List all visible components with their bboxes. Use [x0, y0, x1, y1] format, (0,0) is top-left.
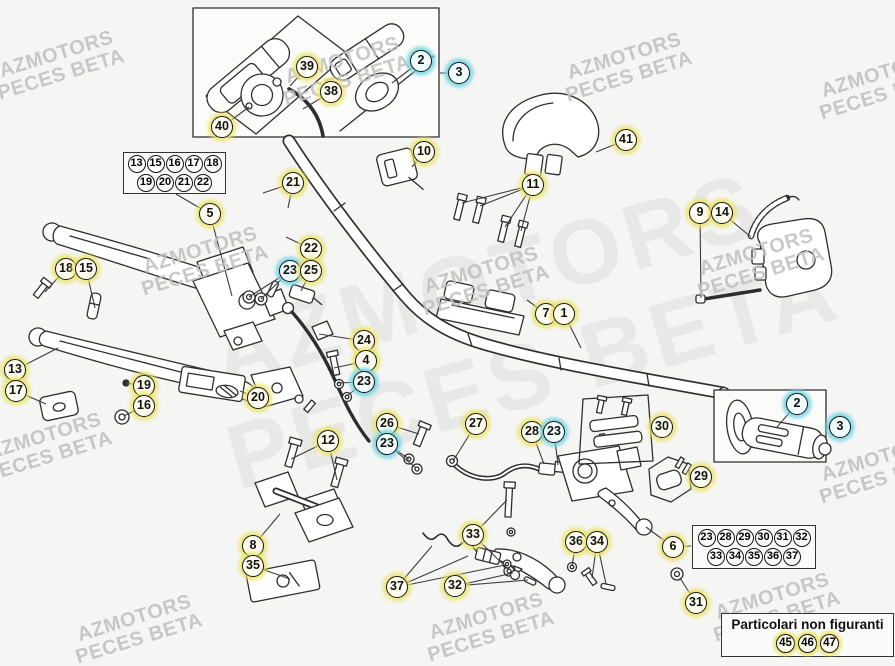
kit-part-29[interactable]: 29	[735, 528, 754, 547]
kit-part-36[interactable]: 36	[764, 547, 782, 566]
part-callout-11[interactable]: 11	[522, 174, 544, 196]
kit-part-28[interactable]: 28	[716, 528, 735, 547]
part-callout-16[interactable]: 16	[133, 395, 155, 417]
missing-part-46[interactable]: 46	[798, 634, 817, 653]
part-callout-24[interactable]: 24	[353, 330, 375, 352]
part-callout-28[interactable]: 28	[521, 421, 543, 443]
kit-part-35[interactable]: 35	[745, 547, 763, 566]
part-callout-23[interactable]: 23	[376, 433, 398, 455]
part-callout-1[interactable]: 1	[553, 303, 575, 325]
kit-part-17[interactable]: 17	[184, 154, 203, 173]
part-callout-2[interactable]: 2	[410, 50, 432, 72]
part-callout-33[interactable]: 33	[462, 524, 484, 546]
part-callout-21[interactable]: 21	[282, 172, 304, 194]
part-callout-8[interactable]: 8	[242, 535, 264, 557]
kit-part-15[interactable]: 15	[146, 154, 165, 173]
part-callout-4[interactable]: 4	[355, 350, 377, 372]
missing-part-47[interactable]: 47	[820, 634, 839, 653]
kit-part-33[interactable]: 33	[707, 547, 725, 566]
part-callout-23[interactable]: 23	[279, 260, 301, 282]
switch-housing	[695, 194, 833, 304]
kit-part-22[interactable]: 22	[194, 173, 212, 192]
kit-part-23[interactable]: 23	[697, 528, 716, 547]
kill-switch	[376, 147, 424, 190]
part-callout-23[interactable]: 23	[543, 421, 565, 443]
part-callout-26[interactable]: 26	[376, 413, 398, 435]
part-callout-29[interactable]: 29	[690, 466, 712, 488]
kit-part-30[interactable]: 30	[754, 528, 773, 547]
part-callout-39[interactable]: 39	[296, 56, 318, 78]
part-callout-3[interactable]: 3	[448, 62, 470, 84]
kit-part-34[interactable]: 34	[726, 547, 744, 566]
part-callout-30[interactable]: 30	[651, 416, 673, 438]
clutch-lever	[28, 327, 317, 425]
kit-part-21[interactable]: 21	[175, 173, 193, 192]
part-callout-36[interactable]: 36	[565, 531, 587, 553]
number-plate-mask	[502, 92, 600, 177]
handlebar-clamp	[435, 280, 525, 336]
part-callout-20[interactable]: 20	[247, 387, 269, 409]
clamp-bolts	[453, 192, 529, 248]
part-callout-31[interactable]: 31	[685, 592, 707, 614]
kit-part-16[interactable]: 16	[165, 154, 184, 173]
brake-master-cylinder	[557, 433, 653, 536]
part-callout-12[interactable]: 12	[317, 430, 339, 452]
pad-kit	[578, 394, 692, 503]
part-callout-15[interactable]: 15	[75, 258, 97, 280]
part-callout-13[interactable]: 13	[4, 359, 26, 381]
missing-part-45[interactable]: 45	[776, 634, 795, 653]
part-callout-6[interactable]: 6	[662, 536, 684, 558]
bar-mount-bracket	[245, 436, 354, 603]
part-callout-10[interactable]: 10	[413, 141, 435, 163]
kit-part-32[interactable]: 32	[792, 528, 811, 547]
kit-part-19[interactable]: 19	[137, 173, 155, 192]
part-callout-22[interactable]: 22	[300, 238, 322, 260]
grip-box	[713, 389, 832, 463]
part-callout-34[interactable]: 34	[586, 531, 608, 553]
kit-part-13[interactable]: 13	[127, 154, 146, 173]
part-callout-41[interactable]: 41	[615, 129, 637, 151]
part-callout-32[interactable]: 32	[444, 575, 466, 597]
kit-part-37[interactable]: 37	[783, 547, 801, 566]
part-callout-5[interactable]: 5	[199, 203, 221, 225]
part-callout-25[interactable]: 25	[300, 260, 322, 282]
footnote-label: Particolari non figuranti	[731, 617, 884, 632]
part-callout-17[interactable]: 17	[5, 380, 27, 402]
part-callout-9[interactable]: 9	[689, 202, 711, 224]
kit-part-18[interactable]: 18	[203, 154, 222, 173]
part-callout-38[interactable]: 38	[320, 81, 342, 103]
part-callout-2[interactable]: 2	[786, 393, 808, 415]
part-callout-27[interactable]: 27	[465, 413, 487, 435]
part-callout-35[interactable]: 35	[242, 555, 264, 577]
part-callout-23[interactable]: 23	[353, 371, 375, 393]
kit-part-20[interactable]: 20	[156, 173, 174, 192]
part-callout-40[interactable]: 40	[211, 116, 233, 138]
part-callout-37[interactable]: 37	[386, 576, 408, 598]
kit-part-31[interactable]: 31	[773, 528, 792, 547]
part-callout-18[interactable]: 18	[55, 258, 77, 280]
part-callout-19[interactable]: 19	[133, 375, 155, 397]
part-callout-14[interactable]: 14	[711, 202, 733, 224]
part-callout-3[interactable]: 3	[829, 416, 851, 438]
